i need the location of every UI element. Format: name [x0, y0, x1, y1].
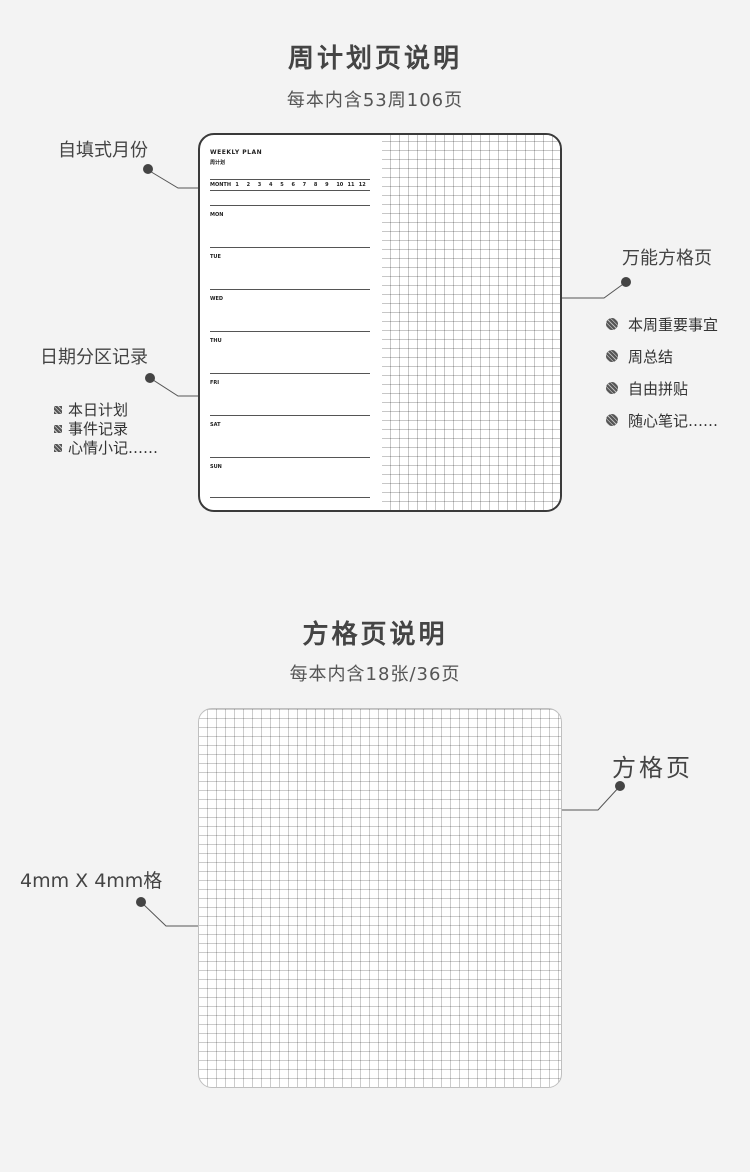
callout-grid: 万能方格页 [622, 248, 712, 269]
day-label-tue: TUE [210, 254, 221, 260]
rule [210, 497, 370, 498]
list-item: 本周重要事宜 [606, 308, 718, 340]
section1-title: 周计划页说明 [287, 44, 462, 74]
section2-subtitle: 每本内含18张/36页 [289, 664, 461, 685]
callout-dot-grid-size [136, 897, 146, 907]
bullet-icon [606, 382, 618, 394]
callout-dot-month [143, 164, 153, 174]
callout-grid-page: 方格页 [612, 754, 693, 782]
day-label-fri: FRI [210, 380, 220, 386]
callout-date-zone: 日期分区记录 [40, 347, 148, 368]
list-item: 周总结 [606, 340, 718, 372]
callout-month: 自填式月份 [58, 140, 148, 161]
rule [210, 373, 370, 374]
bullet-icon [54, 443, 62, 452]
callout-grid-size: 4mm X 4mm格 [20, 870, 163, 892]
grid-page [198, 708, 562, 1088]
callout-dot-grid [621, 277, 631, 287]
bullet-icon [606, 318, 618, 330]
day-label-sun: SUN [210, 464, 222, 470]
list-item: 自由拼贴 [606, 372, 718, 404]
callout-dot-grid-page [615, 781, 625, 791]
rule [210, 247, 370, 248]
rule [210, 415, 370, 416]
callout-dot-date-zone [145, 373, 155, 383]
day-label-mon: MON [210, 212, 224, 218]
rule [210, 179, 370, 180]
planner-subtitle: 周计划 [210, 160, 226, 166]
grid-page-half [382, 135, 560, 510]
list-item: 随心笔记…… [606, 404, 718, 436]
right-feature-list: 本周重要事宜 周总结 自由拼贴 随心笔记…… [606, 308, 718, 436]
month-row: MONTH 1 2 3 4 5 6 7 8 9 10 11 12 [210, 182, 366, 188]
rule [210, 331, 370, 332]
rule [210, 190, 370, 191]
bullet-icon [54, 424, 62, 433]
left-feature-list: 本日计划 事件记录 心情小记…… [54, 400, 158, 457]
day-label-wed: WED [210, 296, 224, 302]
bullet-icon [54, 405, 62, 414]
day-label-thu: THU [210, 338, 222, 344]
bullet-icon [606, 350, 618, 362]
rule [210, 289, 370, 290]
rule [210, 457, 370, 458]
list-item: 事件记录 [54, 419, 158, 438]
planner-title: WEEKLY PLAN [210, 149, 263, 156]
section1-subtitle: 每本内含53周106页 [286, 90, 464, 111]
bullet-icon [606, 414, 618, 426]
day-label-sat: SAT [210, 422, 221, 428]
rule [210, 205, 370, 206]
weekly-planner-spread: WEEKLY PLAN 周计划 MONTH 1 2 3 4 5 6 7 8 9 … [198, 133, 562, 512]
section2-title: 方格页说明 [302, 620, 448, 650]
list-item: 本日计划 [54, 400, 158, 419]
list-item: 心情小记…… [54, 438, 158, 457]
